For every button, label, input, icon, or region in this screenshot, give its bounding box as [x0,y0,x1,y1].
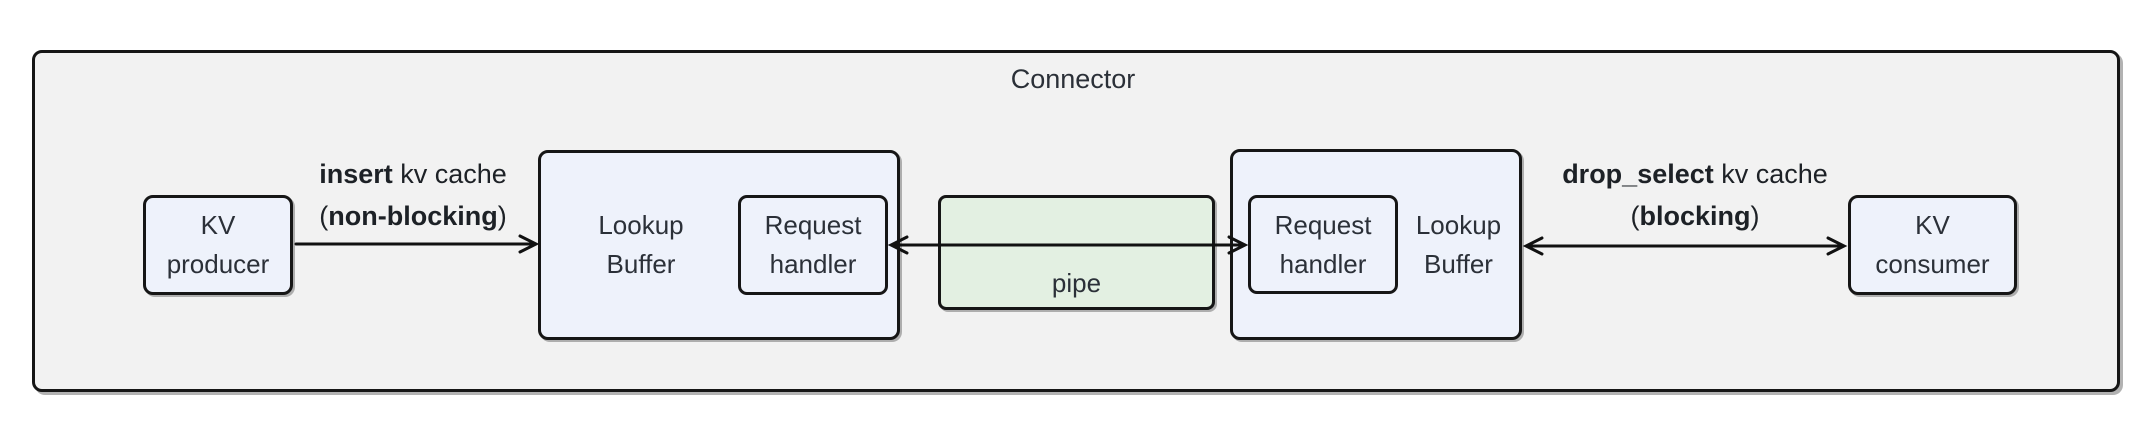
lookup-buffer-left-label: Lookup Buffer [598,210,684,279]
kv-consumer-label-line2: consumer [1875,249,1990,279]
node-kv-consumer: KV consumer [1848,195,2017,295]
pipe-label: pipe [1051,268,1102,298]
node-lookup-buffer-left: Lookup Buffer Request handler [538,150,900,340]
node-lookup-buffer-right: Request handler Lookup Buffer [1230,149,1522,340]
drop-select-edge-label: drop_select kv cache (blocking) [1562,159,1828,231]
node-request-handler-left: Request handler [738,195,888,295]
insert-edge-label: insert kv cache (non-blocking) [319,159,507,231]
node-pipe: pipe [938,195,1215,310]
kv-consumer-label-line1: KV [1915,210,1950,240]
connector-title: Connector [1010,64,1136,94]
kv-producer-label-line2: producer [166,249,270,279]
kv-producer-label-line1: KV [200,210,236,240]
lookup-buffer-right-label: Lookup Buffer [1415,209,1502,279]
node-request-handler-right: Request handler [1248,195,1398,294]
node-kv-producer: KV producer [143,195,293,295]
